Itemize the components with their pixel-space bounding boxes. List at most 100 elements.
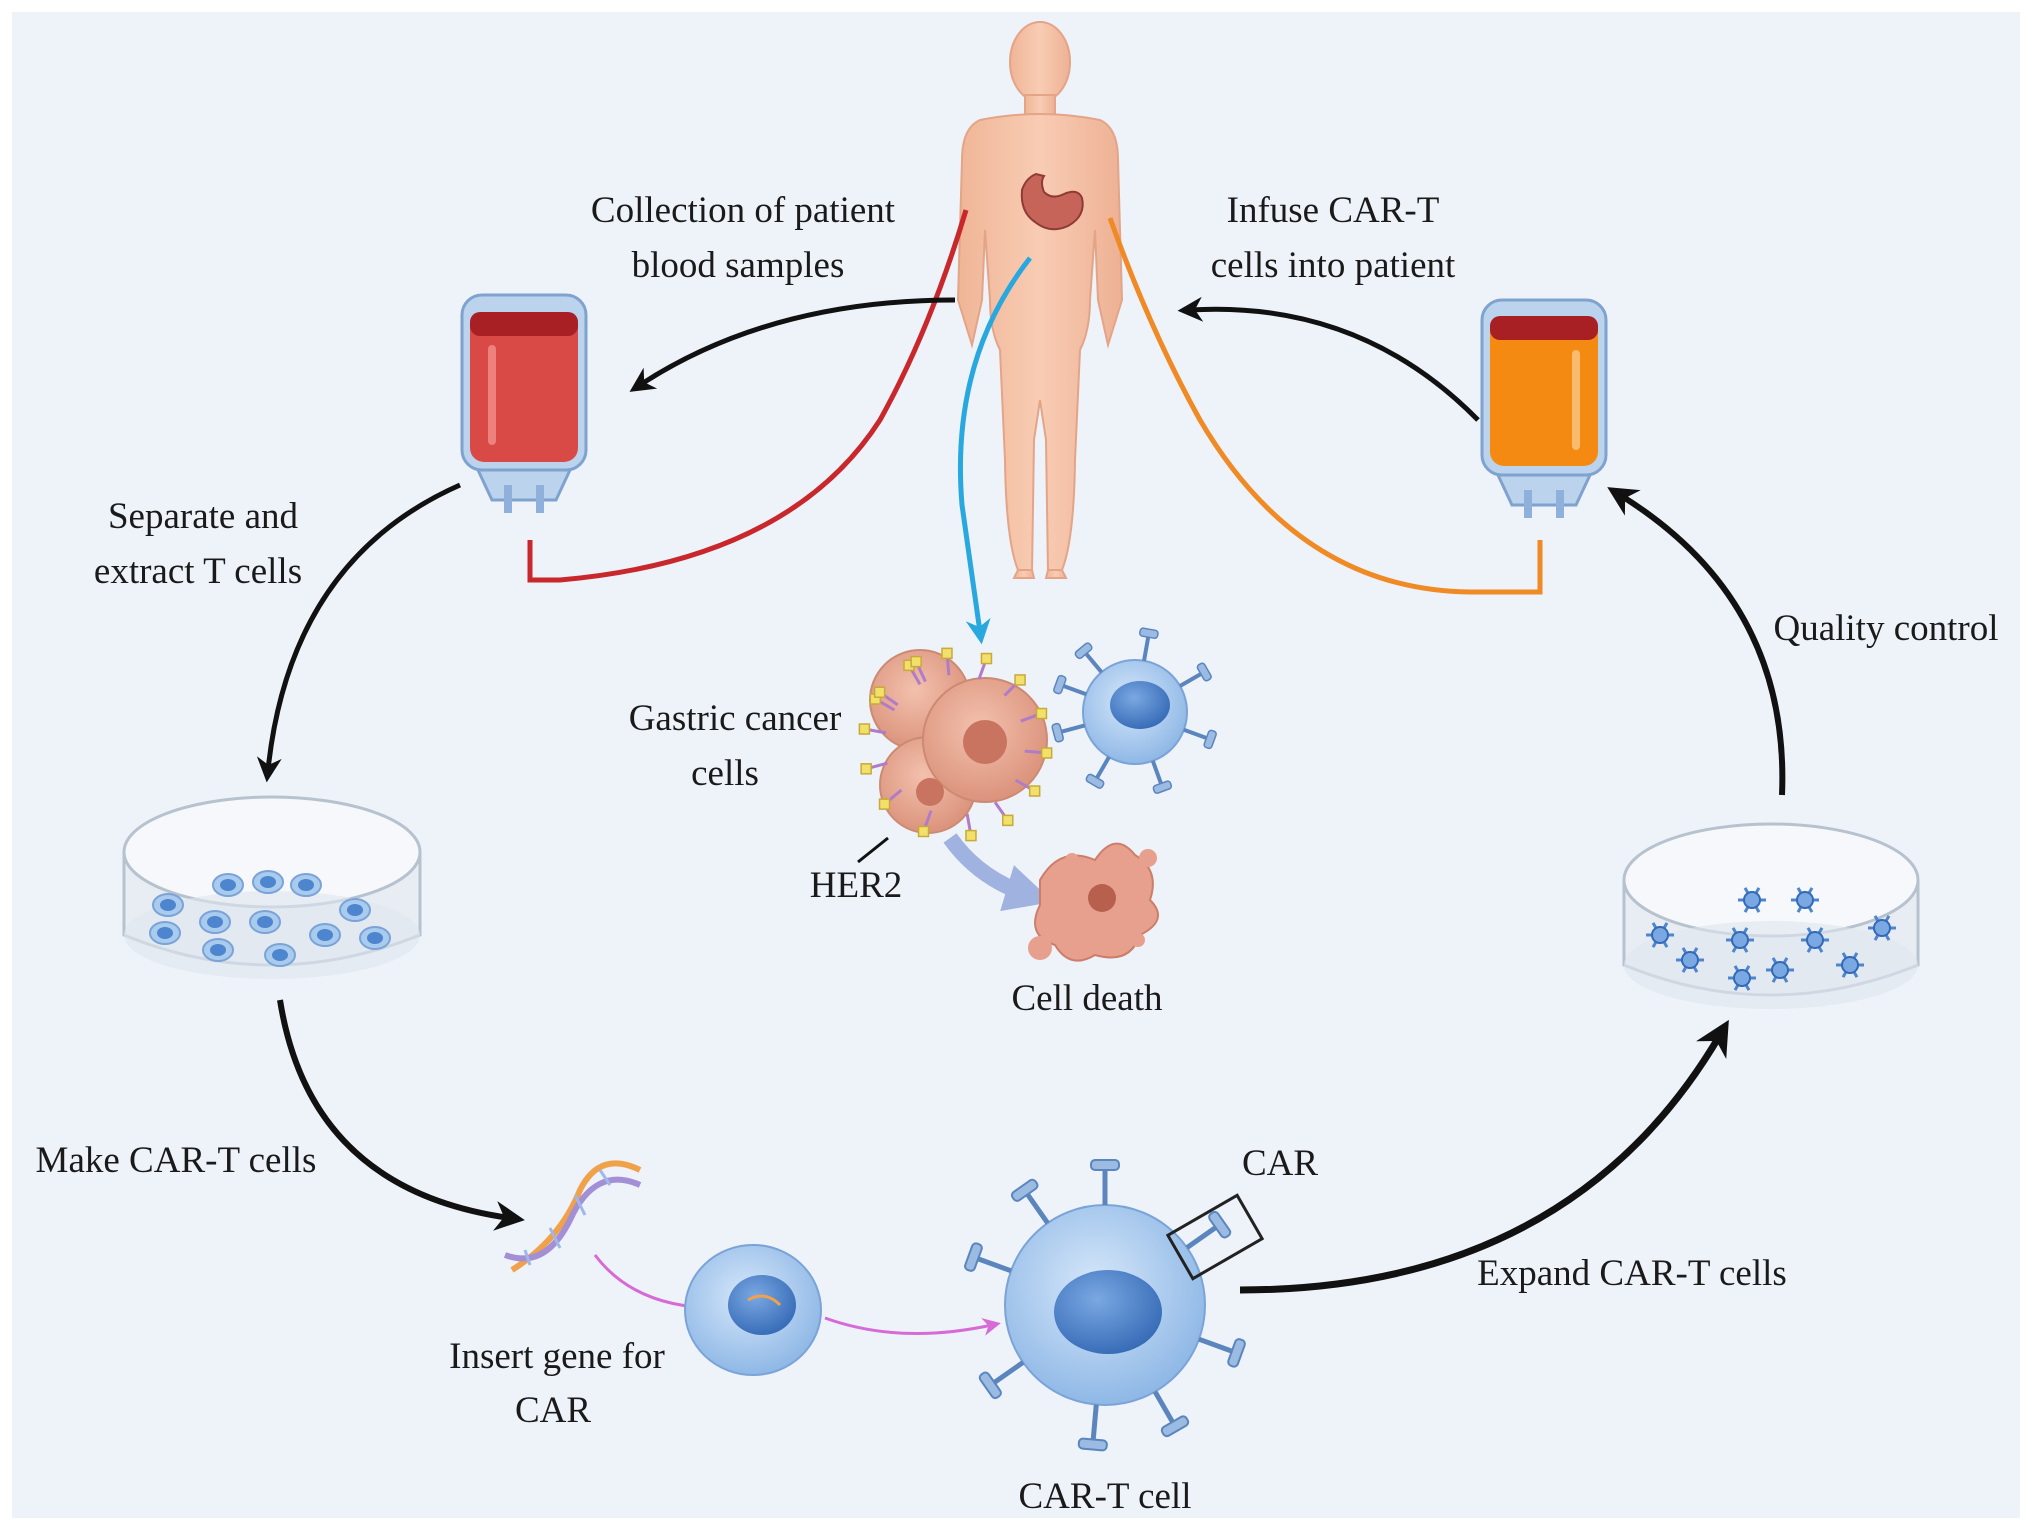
label-gastric: Gastric cancer cells xyxy=(629,698,842,794)
expanded-cart-icon xyxy=(1738,887,1766,913)
arrow-collection xyxy=(629,297,956,392)
her2-head xyxy=(1002,814,1014,827)
label-collection: Collection of patient blood samples xyxy=(591,190,896,286)
receptor-head xyxy=(1227,1338,1246,1368)
expanded-cart-icon xyxy=(1791,887,1819,913)
t-cell-icon xyxy=(149,921,181,945)
label-infuse-line2: cells into patient xyxy=(1211,245,1456,286)
her2-head xyxy=(965,829,977,842)
t-cell-icon xyxy=(152,893,184,917)
cart-body xyxy=(1806,931,1824,949)
blood-collection-tube xyxy=(527,209,969,583)
label-separate: Separate and extract T cells xyxy=(94,496,302,592)
her2-head xyxy=(980,652,993,665)
transfected-t-cell xyxy=(684,1244,822,1376)
arrow-expand xyxy=(1239,1019,1729,1294)
receptor-head xyxy=(1077,1437,1108,1452)
cart-body xyxy=(1771,961,1789,979)
dead-cancer-cell xyxy=(1028,842,1159,962)
car-receptor-highlight-box xyxy=(1165,1193,1265,1281)
label-separate-line2: extract T cells xyxy=(94,551,302,592)
receptor-stalk xyxy=(1090,1404,1099,1445)
receptor-head xyxy=(978,1371,1002,1400)
t-cell-nucleus xyxy=(157,927,173,939)
patient-body-icon xyxy=(956,21,1124,579)
receptor-head xyxy=(964,1242,983,1272)
infusion-tube xyxy=(1107,217,1543,595)
gastric-cancer-cell-cluster xyxy=(869,649,1048,834)
her2-head xyxy=(1028,785,1041,797)
effector-receptor-icon xyxy=(1085,756,1111,789)
her2-head xyxy=(941,647,953,660)
arrow-infuse xyxy=(1177,296,1480,422)
body-to-tumor-arrow xyxy=(957,256,1032,645)
her2-receptor-icon xyxy=(1014,778,1041,797)
label-collection-line1: Collection of patient xyxy=(591,190,896,231)
car-receptor-icon xyxy=(1198,1336,1246,1368)
t-cell-nucleus xyxy=(207,916,223,928)
t-cell-nucleus xyxy=(317,929,333,941)
cart-body xyxy=(1731,931,1749,949)
t-cell-nucleus xyxy=(367,932,383,944)
cart-cell xyxy=(1004,1204,1206,1406)
car-receptor-group xyxy=(964,1159,1246,1452)
car-receptor-icon xyxy=(1152,1390,1190,1438)
label-gastric-line1: Gastric cancer xyxy=(629,698,842,739)
her2-receptor-icon xyxy=(993,801,1014,827)
cart-body xyxy=(1796,891,1814,909)
receptor-head xyxy=(1203,729,1217,750)
label-infuse-line1: Infuse CAR-T xyxy=(1227,190,1440,231)
effector-cart-cell xyxy=(1082,659,1188,765)
receptor-stalk xyxy=(988,1360,1025,1388)
t-cell-nucleus xyxy=(347,904,363,916)
effector-car-receptor-group xyxy=(1051,627,1217,794)
her2-receptor-icon xyxy=(878,788,903,810)
t-cell-nucleus xyxy=(272,949,288,961)
receptor-head xyxy=(1074,642,1093,660)
t-cell-nucleus xyxy=(260,876,276,888)
t-cell-icon xyxy=(202,938,234,962)
her2-receptor-icon xyxy=(917,810,933,838)
her2-pointer-line xyxy=(857,836,889,864)
label-insert: Insert gene for CAR xyxy=(449,1336,665,1431)
effector-receptor-icon xyxy=(1150,760,1173,794)
her2-receptor-icon xyxy=(910,655,927,683)
her2-head xyxy=(1035,707,1048,720)
receptor-head xyxy=(1010,1178,1039,1202)
receptor-head xyxy=(1053,674,1067,695)
receptor-stalk xyxy=(1185,1222,1222,1250)
her2-head xyxy=(917,825,930,838)
t-cell-icon xyxy=(359,926,391,950)
her2-receptor-icon xyxy=(977,652,993,680)
t-cell-icon xyxy=(309,923,341,947)
label-insert-line1: Insert gene for xyxy=(449,1336,665,1377)
expanded-cart-icon xyxy=(1766,957,1794,983)
car-receptor-icon xyxy=(964,1242,1012,1274)
label-collection-line2: blood samples xyxy=(632,245,845,286)
t-cell-icon xyxy=(199,910,231,934)
cart-body xyxy=(1841,956,1859,974)
effector-receptor-icon xyxy=(1179,662,1212,688)
her2-receptor-icon xyxy=(858,723,887,735)
stomach-icon xyxy=(1020,172,1084,231)
car-receptor-icon xyxy=(1077,1404,1108,1452)
receptor-head xyxy=(1085,773,1105,789)
t-cell-group xyxy=(149,870,391,967)
effector-receptor-icon xyxy=(1139,627,1159,662)
t-cell-icon xyxy=(212,873,244,897)
arrow-separate xyxy=(256,482,462,783)
receptor-stalk xyxy=(1152,1390,1178,1428)
killing-arrow xyxy=(943,833,1053,912)
cart-body xyxy=(1651,926,1669,944)
her2-head xyxy=(878,798,891,810)
receptor-stalk xyxy=(972,1254,1012,1274)
cart-body xyxy=(1733,969,1751,987)
label-car: CAR xyxy=(1242,1143,1318,1184)
receptor-stalk xyxy=(1198,1336,1238,1356)
her2-receptor-icon xyxy=(965,813,977,842)
cart-body xyxy=(1743,891,1761,909)
label-cell-death: Cell death xyxy=(1011,978,1163,1019)
cart-infusion-bag xyxy=(1480,298,1608,518)
t-cell-icon xyxy=(252,870,284,894)
expanded-cart-icon xyxy=(1728,965,1756,991)
